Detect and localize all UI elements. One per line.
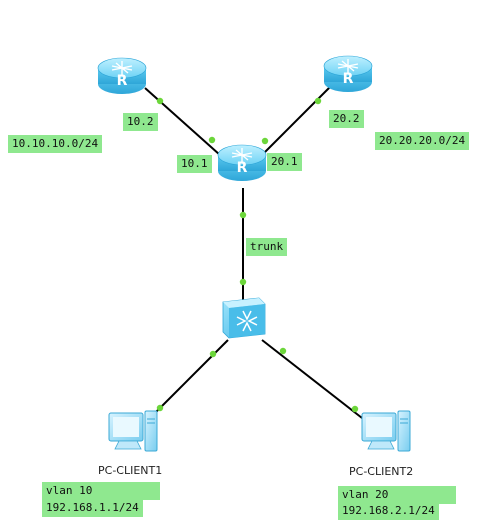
port-dot	[351, 405, 359, 413]
label-pc1-vlan: vlan 10	[42, 482, 161, 500]
port-dot	[314, 97, 322, 105]
link-router-right-core[interactable]	[261, 86, 331, 156]
port-dot	[156, 404, 164, 412]
label-network-right: 20.20.20.0/24	[375, 132, 470, 150]
router-core-icon[interactable]: R	[217, 144, 267, 181]
label-trunk: trunk	[246, 238, 288, 256]
router-right-icon[interactable]: R	[323, 55, 373, 92]
port-dot	[209, 350, 217, 358]
router-glyph: R	[343, 71, 354, 87]
label-pc2-ip: 192.168.2.1/24	[338, 502, 439, 520]
label-core-right-port: 20.1	[267, 153, 302, 171]
label-pc1-ip: 192.168.1.1/24	[42, 499, 143, 517]
port-dot	[208, 136, 216, 144]
pc-client1-icon[interactable]	[108, 410, 158, 452]
router-left-icon[interactable]: R	[97, 57, 147, 94]
port-dot	[261, 137, 269, 145]
label-network-left: 10.10.10.0/24	[8, 135, 103, 153]
link-switch-pc2[interactable]	[261, 339, 363, 419]
switch-icon[interactable]	[222, 297, 266, 339]
label-router-left-port: 10.2	[123, 113, 158, 131]
pc-client1-name: PC-CLIENT1	[98, 464, 163, 477]
port-dot	[239, 211, 247, 219]
router-glyph: R	[117, 73, 128, 89]
port-dots	[156, 97, 359, 413]
label-core-left-port: 10.1	[177, 155, 212, 173]
label-router-right-port: 20.2	[329, 110, 364, 128]
port-dot	[279, 347, 287, 355]
port-dot	[156, 97, 164, 105]
pc-client2-name: PC-CLIENT2	[349, 465, 414, 478]
pc-client2-icon[interactable]	[361, 410, 411, 452]
label-pc2-vlan: vlan 20	[338, 486, 457, 504]
router-glyph: R	[237, 160, 248, 176]
port-dot	[239, 278, 247, 286]
